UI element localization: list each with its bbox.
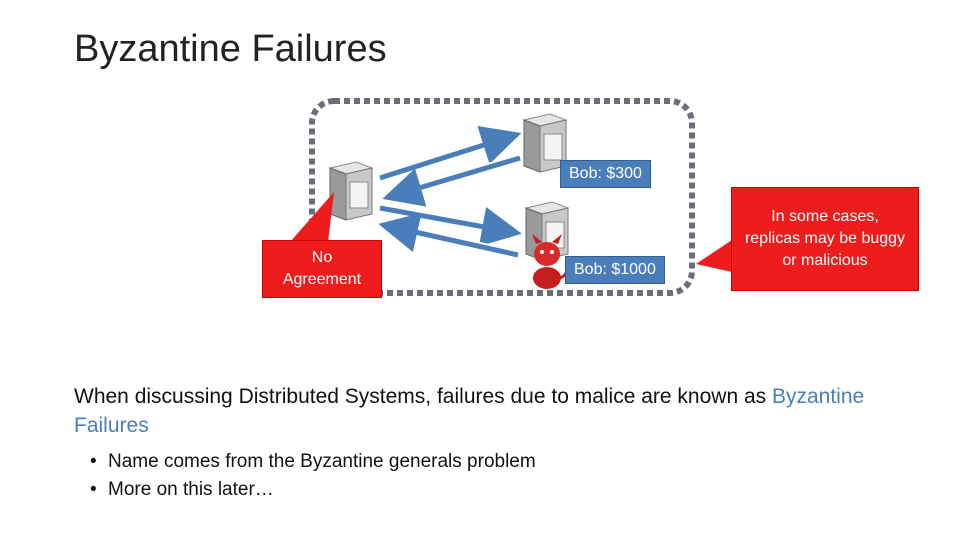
callout-no-agreement-text: No Agreement <box>282 249 362 288</box>
bullet-text: Name comes from the Byzantine generals p… <box>108 451 536 472</box>
callout-no-agreement: No Agreement <box>262 240 382 298</box>
server-icon-left <box>328 161 374 221</box>
body-paragraph: When discussing Distributed Systems, fai… <box>74 382 914 440</box>
bullet-text: More on this later… <box>108 479 274 500</box>
callout-right-pointer <box>696 240 732 272</box>
body-main-text: When discussing Distributed Systems, fai… <box>74 385 772 408</box>
slide-title: Byzantine Failures <box>74 28 387 70</box>
callout-left-pointer <box>290 192 334 242</box>
arrow-top-to-left <box>382 153 522 207</box>
server-icon-top <box>522 113 568 173</box>
callout-malicious-replicas-text: In some cases, replicas may be buggy or … <box>744 208 906 269</box>
callout-malicious-replicas: In some cases, replicas may be buggy or … <box>731 187 919 291</box>
server-top-balance-label: Bob: $300 <box>560 160 651 188</box>
body-accent-text: Byzantine Failures <box>74 385 865 437</box>
bullet-list: • Name comes from the Byzantine generals… <box>90 448 536 504</box>
arrow-left-to-top <box>378 126 522 183</box>
system-boundary <box>309 98 695 296</box>
bullet-icon: • <box>90 451 97 472</box>
list-item: • Name comes from the Byzantine generals… <box>90 448 536 476</box>
server-bottom-balance-label: Bob: $1000 <box>565 256 665 284</box>
list-item: • More on this later… <box>90 476 536 504</box>
arrow-left-to-bottom <box>379 203 522 247</box>
arrow-bottom-to-left <box>378 213 519 260</box>
bullet-icon: • <box>90 479 97 500</box>
